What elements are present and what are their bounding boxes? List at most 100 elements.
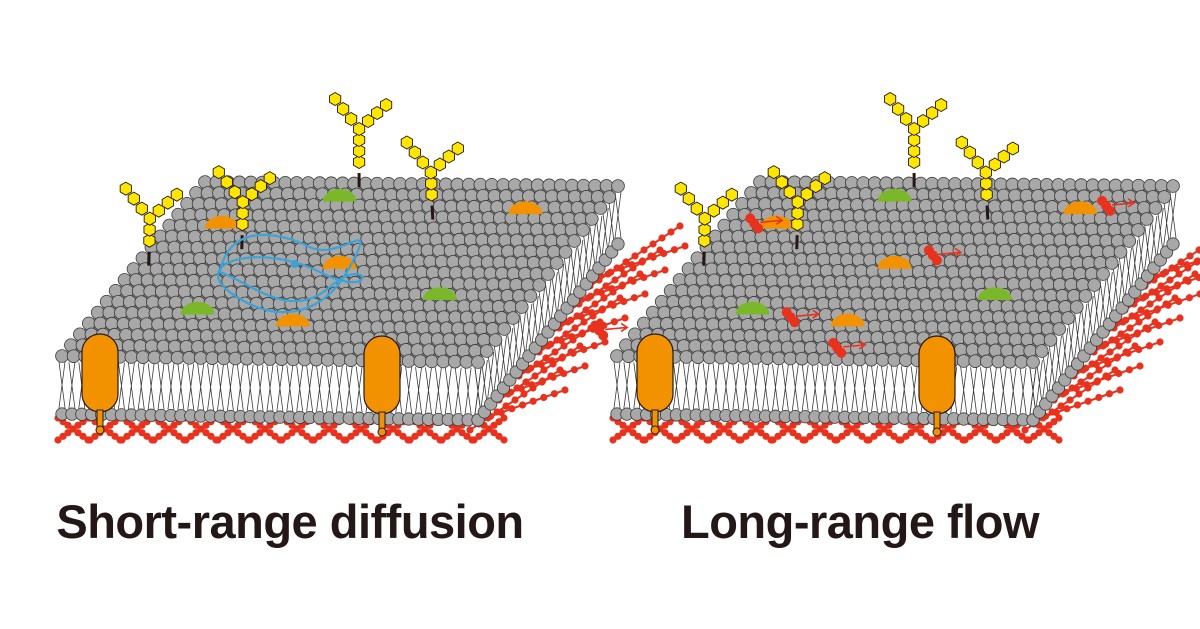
lipid-head — [928, 287, 943, 301]
lipid-head — [1075, 278, 1090, 292]
lipid-head — [757, 241, 771, 255]
lipid-head — [876, 308, 891, 323]
lipid-head — [466, 244, 481, 258]
lipid-head — [1003, 354, 1017, 369]
lipid-head — [1056, 244, 1070, 259]
lipid-head — [114, 306, 128, 320]
lipid-head — [135, 251, 150, 265]
lipid-head — [1033, 244, 1047, 258]
lipid-head — [401, 354, 416, 368]
lipid-head — [1012, 299, 1026, 314]
lipid-tail-lower — [712, 386, 720, 410]
lipid-head — [1035, 255, 1050, 269]
lipid-head — [852, 352, 867, 367]
lipid-head — [494, 311, 509, 325]
lipid-head — [293, 286, 307, 300]
lipid-tail-lower — [722, 386, 730, 410]
lipid-head — [448, 310, 463, 325]
lipid-head — [524, 244, 538, 259]
lipid-head — [946, 265, 961, 279]
actin-filament — [1034, 389, 1121, 421]
lipid-head — [599, 179, 614, 193]
lipid-head — [1065, 189, 1080, 203]
green-membrane-protein — [322, 188, 357, 202]
lipid-head — [899, 309, 914, 323]
lipid-tail-upper — [801, 364, 809, 388]
lipid-head — [959, 177, 974, 191]
lipid-head — [983, 321, 997, 335]
lipid-head — [314, 231, 329, 245]
lipid-head — [265, 219, 280, 234]
actin-filament — [121, 417, 153, 441]
lipid-tail-upper — [989, 367, 997, 391]
lipid-head — [541, 267, 555, 281]
lipid-head — [292, 330, 307, 345]
lipid-head — [202, 340, 217, 354]
lipid-tail-upper — [1163, 199, 1171, 224]
lipid-head — [825, 285, 839, 300]
lipid-head — [660, 316, 674, 331]
diffusion-trajectory — [216, 233, 364, 314]
lipid-head — [961, 232, 976, 247]
lipid-head — [867, 319, 882, 334]
lipid-head — [280, 330, 295, 344]
lipid-head — [499, 189, 513, 203]
lipid-head — [255, 318, 269, 333]
lipid-head — [228, 351, 243, 366]
lipid-head — [851, 253, 866, 267]
lipid-head — [223, 329, 237, 344]
lipid-head — [419, 332, 434, 346]
lipid-head — [952, 243, 967, 257]
lipid-head — [411, 254, 426, 269]
lipid-head — [1006, 321, 1020, 336]
lipid-head — [1011, 343, 1026, 358]
lipid-head — [718, 273, 733, 288]
lipid-head — [173, 218, 188, 233]
actin-filament — [249, 417, 281, 441]
lipid-head — [955, 254, 969, 269]
lipid-head — [360, 231, 375, 246]
lipid-tail-lower — [970, 390, 977, 414]
lipid-head — [804, 296, 819, 311]
lipid-head — [497, 322, 512, 336]
lipid-head — [382, 276, 397, 290]
lipid-tail-upper — [762, 364, 769, 388]
transmembrane-anchor — [377, 427, 387, 437]
lipid-head — [806, 208, 821, 223]
actin-filament — [612, 417, 644, 441]
actin-filament — [1154, 259, 1200, 277]
lipid-head — [1008, 188, 1022, 203]
lipid-head — [306, 198, 321, 212]
lipid-head — [545, 189, 559, 204]
lipid-head — [344, 353, 358, 367]
lipid-head — [503, 255, 518, 270]
lipid-head — [968, 354, 983, 368]
lipid-head — [857, 231, 872, 245]
lipid-head — [477, 333, 491, 347]
sugar-hexagon — [791, 206, 804, 221]
actin-filament — [499, 365, 586, 397]
lipid-head — [727, 262, 742, 277]
lipid-head — [1003, 310, 1018, 325]
lipid-head — [200, 329, 214, 343]
lipid-tail-upper — [187, 363, 195, 387]
lipid-head — [318, 341, 332, 356]
lipid-head — [300, 220, 314, 234]
lipid-head — [767, 285, 782, 299]
lipid-head — [966, 298, 980, 313]
lipid-head — [567, 234, 582, 248]
lipid-head — [436, 310, 451, 324]
lipid-head — [409, 199, 424, 213]
lipid-head — [922, 309, 937, 323]
lipid-tail-lower — [326, 388, 333, 412]
lipid-tail-upper — [286, 365, 294, 389]
lipid-head — [771, 351, 786, 366]
lipid-head — [1002, 210, 1016, 225]
lipid-head — [905, 287, 920, 301]
lipid-tail-lower — [167, 386, 175, 410]
lipid-head — [263, 352, 277, 366]
lipid-head — [500, 288, 515, 303]
lipid-head — [153, 328, 168, 343]
lipid-tail-lower — [1169, 214, 1177, 239]
lipid-head — [321, 308, 336, 323]
